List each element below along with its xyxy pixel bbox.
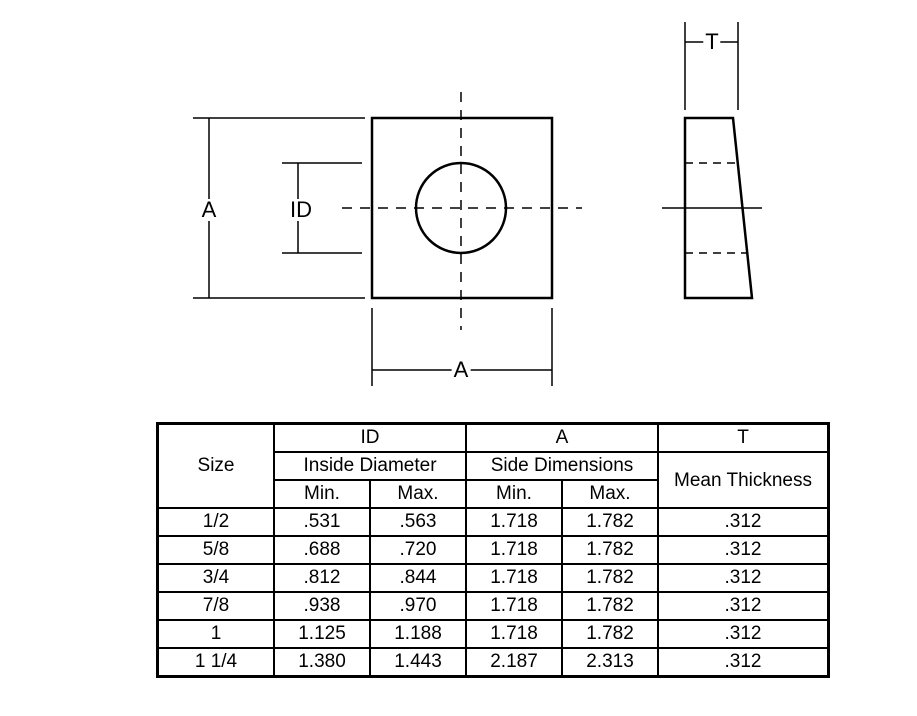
cell-size: 5/8 — [156, 535, 275, 565]
header-inside-diameter: Inside Diameter — [273, 451, 467, 481]
header-mean-thickness: Mean Thickness — [657, 451, 830, 509]
cell-id-max: .720 — [369, 535, 467, 565]
cell-id-min: 1.380 — [273, 647, 371, 678]
cell-a-max: 1.782 — [561, 507, 659, 537]
washer-side-outline — [683, 116, 754, 300]
cell-a-min: 1.718 — [465, 507, 563, 537]
header-id-max: Max. — [369, 479, 467, 509]
cell-id-min: .531 — [273, 507, 371, 537]
cell-a-max: 1.782 — [561, 619, 659, 649]
cell-a-max: 1.782 — [561, 563, 659, 593]
cell-a-max: 1.782 — [561, 591, 659, 621]
dimension-table: Size ID A T Inside Diameter Side Dimensi… — [156, 422, 830, 678]
header-id-min: Min. — [273, 479, 371, 509]
header-id: ID — [273, 422, 467, 453]
cell-id-min: .688 — [273, 535, 371, 565]
cell-size: 7/8 — [156, 591, 275, 621]
cell-a-min: 2.187 — [465, 647, 563, 678]
cell-id-max: 1.443 — [369, 647, 467, 678]
cell-a-min: 1.718 — [465, 535, 563, 565]
dim-a-horizontal-label: A — [451, 357, 471, 382]
header-a: A — [465, 422, 659, 453]
dim-t-label: T — [703, 29, 721, 54]
cell-t: .312 — [657, 507, 830, 537]
cell-t: .312 — [657, 591, 830, 621]
cell-id-max: .563 — [369, 507, 467, 537]
cell-id-max: 1.188 — [369, 619, 467, 649]
header-t: T — [657, 422, 830, 453]
header-a-min: Min. — [465, 479, 563, 509]
header-a-max: Max. — [561, 479, 659, 509]
cell-size: 3/4 — [156, 563, 275, 593]
cell-id-min: 1.125 — [273, 619, 371, 649]
cell-t: .312 — [657, 535, 830, 565]
washer-front-outline — [370, 116, 554, 300]
header-side-dimensions: Side Dimensions — [465, 451, 659, 481]
cell-id-min: .938 — [273, 591, 371, 621]
cell-size: 1 1/4 — [156, 647, 275, 678]
cell-t: .312 — [657, 563, 830, 593]
header-size: Size — [156, 422, 275, 509]
cell-a-min: 1.718 — [465, 591, 563, 621]
cell-a-min: 1.718 — [465, 563, 563, 593]
cell-id-max: .970 — [369, 591, 467, 621]
cell-size: 1/2 — [156, 507, 275, 537]
dim-id-label: ID — [288, 197, 314, 222]
cell-t: .312 — [657, 619, 830, 649]
cell-a-min: 1.718 — [465, 619, 563, 649]
cell-id-min: .812 — [273, 563, 371, 593]
cell-a-max: 1.782 — [561, 535, 659, 565]
cell-size: 1 — [156, 619, 275, 649]
dim-a-vertical-label: A — [199, 197, 219, 222]
cell-id-max: .844 — [369, 563, 467, 593]
cell-a-max: 2.313 — [561, 647, 659, 678]
cell-t: .312 — [657, 647, 830, 678]
